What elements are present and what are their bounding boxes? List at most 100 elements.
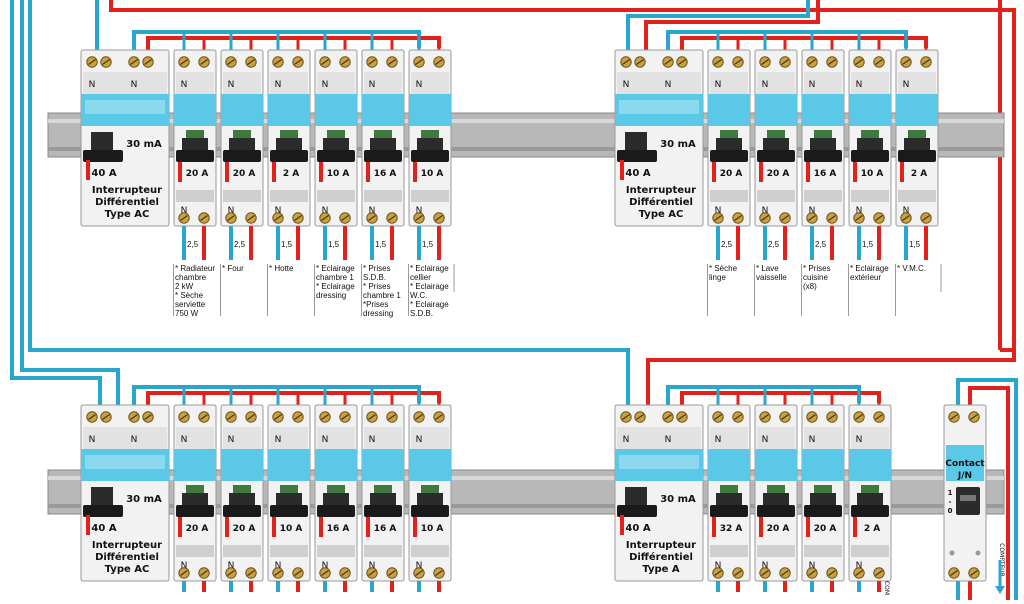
circuit-breaker: N20 AN bbox=[707, 49, 751, 227]
screw-slot bbox=[855, 58, 863, 66]
screw-slot bbox=[734, 569, 742, 577]
rating-label: 16 A bbox=[327, 524, 350, 534]
contactor-title-line: J/N bbox=[957, 471, 972, 481]
indicator-dot bbox=[949, 550, 955, 556]
screw-slot bbox=[664, 58, 672, 66]
screw-slot bbox=[970, 413, 978, 421]
live-indicator bbox=[178, 517, 182, 537]
feed-live-wire bbox=[109, 0, 1016, 408]
screw-slot bbox=[368, 413, 376, 421]
live-indicator bbox=[712, 162, 716, 182]
differential-title-line: Différentiel bbox=[95, 196, 159, 208]
toggle-handle-icon bbox=[317, 150, 355, 162]
toggle-handle-icon bbox=[280, 130, 298, 140]
live-indicator bbox=[413, 517, 417, 537]
screw-slot bbox=[875, 58, 883, 66]
neutral-n-icon: N bbox=[228, 80, 235, 90]
neutral-n-icon: N bbox=[275, 561, 282, 571]
wire-section-label: 2,5 bbox=[815, 240, 827, 249]
status-window bbox=[315, 94, 357, 126]
toggle-handle-icon bbox=[374, 485, 392, 495]
circuit-load-label: * Hotte bbox=[267, 264, 293, 316]
screw-slot bbox=[435, 413, 443, 421]
circuit-load-label: * Lave vaisselle bbox=[754, 264, 787, 316]
differential-title-line: Type AC bbox=[105, 209, 150, 220]
toggle-handle-icon bbox=[176, 505, 214, 517]
live-indicator bbox=[413, 162, 417, 182]
screw-slot bbox=[902, 214, 910, 222]
screw-slot bbox=[970, 569, 978, 577]
neutral-n-icon: N bbox=[715, 435, 722, 445]
live-indicator bbox=[620, 515, 624, 535]
neutral-n-icon: N bbox=[369, 435, 376, 445]
rating-label: 32 A bbox=[720, 524, 743, 534]
neutral-n-icon: N bbox=[665, 435, 672, 445]
live-indicator bbox=[225, 517, 229, 537]
live-indicator bbox=[759, 162, 763, 182]
live-indicator bbox=[86, 160, 90, 180]
lower-label-strip bbox=[364, 190, 402, 202]
terminal-strip bbox=[270, 427, 308, 449]
differential-title-line: Type AC bbox=[639, 209, 684, 220]
screw-slot bbox=[368, 58, 376, 66]
status-window bbox=[268, 94, 310, 126]
terminal-strip bbox=[364, 427, 402, 449]
neutral-n-icon: N bbox=[856, 561, 863, 571]
status-window bbox=[409, 94, 451, 126]
rating-label: 40 A bbox=[625, 523, 650, 534]
toggle-handle-icon bbox=[767, 485, 785, 495]
screw-slot bbox=[761, 413, 769, 421]
differential-title-line: Différentiel bbox=[629, 551, 693, 563]
status-window bbox=[362, 449, 404, 481]
screw-slot bbox=[415, 413, 423, 421]
screw-slot bbox=[200, 413, 208, 421]
differential-title-line: Différentiel bbox=[629, 196, 693, 208]
neutral-n-icon: N bbox=[416, 561, 423, 571]
toggle-handle-icon bbox=[176, 150, 214, 162]
toggle-handle-icon bbox=[861, 485, 879, 495]
lower-label-strip bbox=[223, 545, 261, 557]
neutral-n-icon: N bbox=[762, 206, 769, 216]
wire-section-label: 2,5 bbox=[234, 240, 246, 249]
toggle-handle-icon bbox=[417, 493, 443, 507]
rating-label: 16 A bbox=[374, 169, 397, 179]
circuit-breaker: N20 AN bbox=[754, 49, 798, 227]
toggle-handle-icon bbox=[810, 138, 836, 152]
feed-neutral-wire bbox=[20, 0, 120, 408]
live-indicator bbox=[178, 162, 182, 182]
lower-label-strip bbox=[176, 190, 214, 202]
screw-slot bbox=[180, 569, 188, 577]
toggle-handle-icon bbox=[757, 505, 795, 517]
terminal-strip bbox=[176, 72, 214, 94]
status-window bbox=[362, 94, 404, 126]
neutral-n-icon: N bbox=[856, 80, 863, 90]
screw-slot bbox=[388, 413, 396, 421]
screw-slot bbox=[368, 214, 376, 222]
status-window bbox=[802, 94, 844, 126]
neutral-n-icon: N bbox=[856, 435, 863, 445]
toggle-handle-icon bbox=[317, 505, 355, 517]
screw-slot bbox=[714, 569, 722, 577]
circuit-breaker: N20 AN bbox=[801, 404, 845, 582]
screw-slot bbox=[828, 214, 836, 222]
screw-slot bbox=[664, 413, 672, 421]
sensitivity-label: 30 mA bbox=[126, 139, 162, 150]
rating-label: 20 A bbox=[186, 169, 209, 179]
toggle-handle-icon bbox=[716, 493, 742, 507]
switch-position-label: 1 bbox=[948, 489, 953, 497]
screw-slot bbox=[341, 569, 349, 577]
lower-label-strip bbox=[176, 545, 214, 557]
screw-slot bbox=[714, 58, 722, 66]
toggle-handle-icon bbox=[710, 150, 748, 162]
wire-section-label: 1,5 bbox=[281, 240, 293, 249]
status-window bbox=[946, 445, 984, 481]
lower-label-strip bbox=[710, 545, 748, 557]
screw-slot bbox=[321, 214, 329, 222]
screw-slot bbox=[274, 214, 282, 222]
lower-label-strip bbox=[270, 190, 308, 202]
neutral-n-icon: N bbox=[416, 80, 423, 90]
screw-slot bbox=[435, 214, 443, 222]
differential-title-line: Type A bbox=[642, 564, 680, 575]
